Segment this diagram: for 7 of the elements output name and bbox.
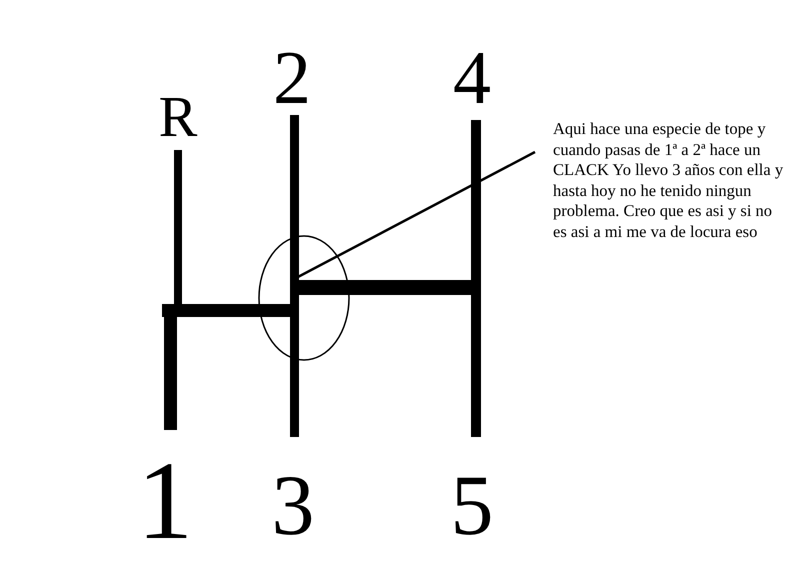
- gear-number: 2: [272, 40, 312, 116]
- gear-number: 4: [452, 40, 492, 116]
- gear-number: R: [158, 88, 198, 146]
- gear-number: 1: [136, 445, 194, 557]
- gear-number: 3: [270, 462, 316, 548]
- gear-number: 5: [450, 462, 494, 548]
- note-text: Aqui hace una especie de tope y cuando pasas de 1ª a 2ª hace un CLACK Yo llevo 3 años con ella y hasta hoy no he tenido ningun problema. Creo que es asi y si no es asi a mi me va de locura eso: [553, 119, 784, 243]
